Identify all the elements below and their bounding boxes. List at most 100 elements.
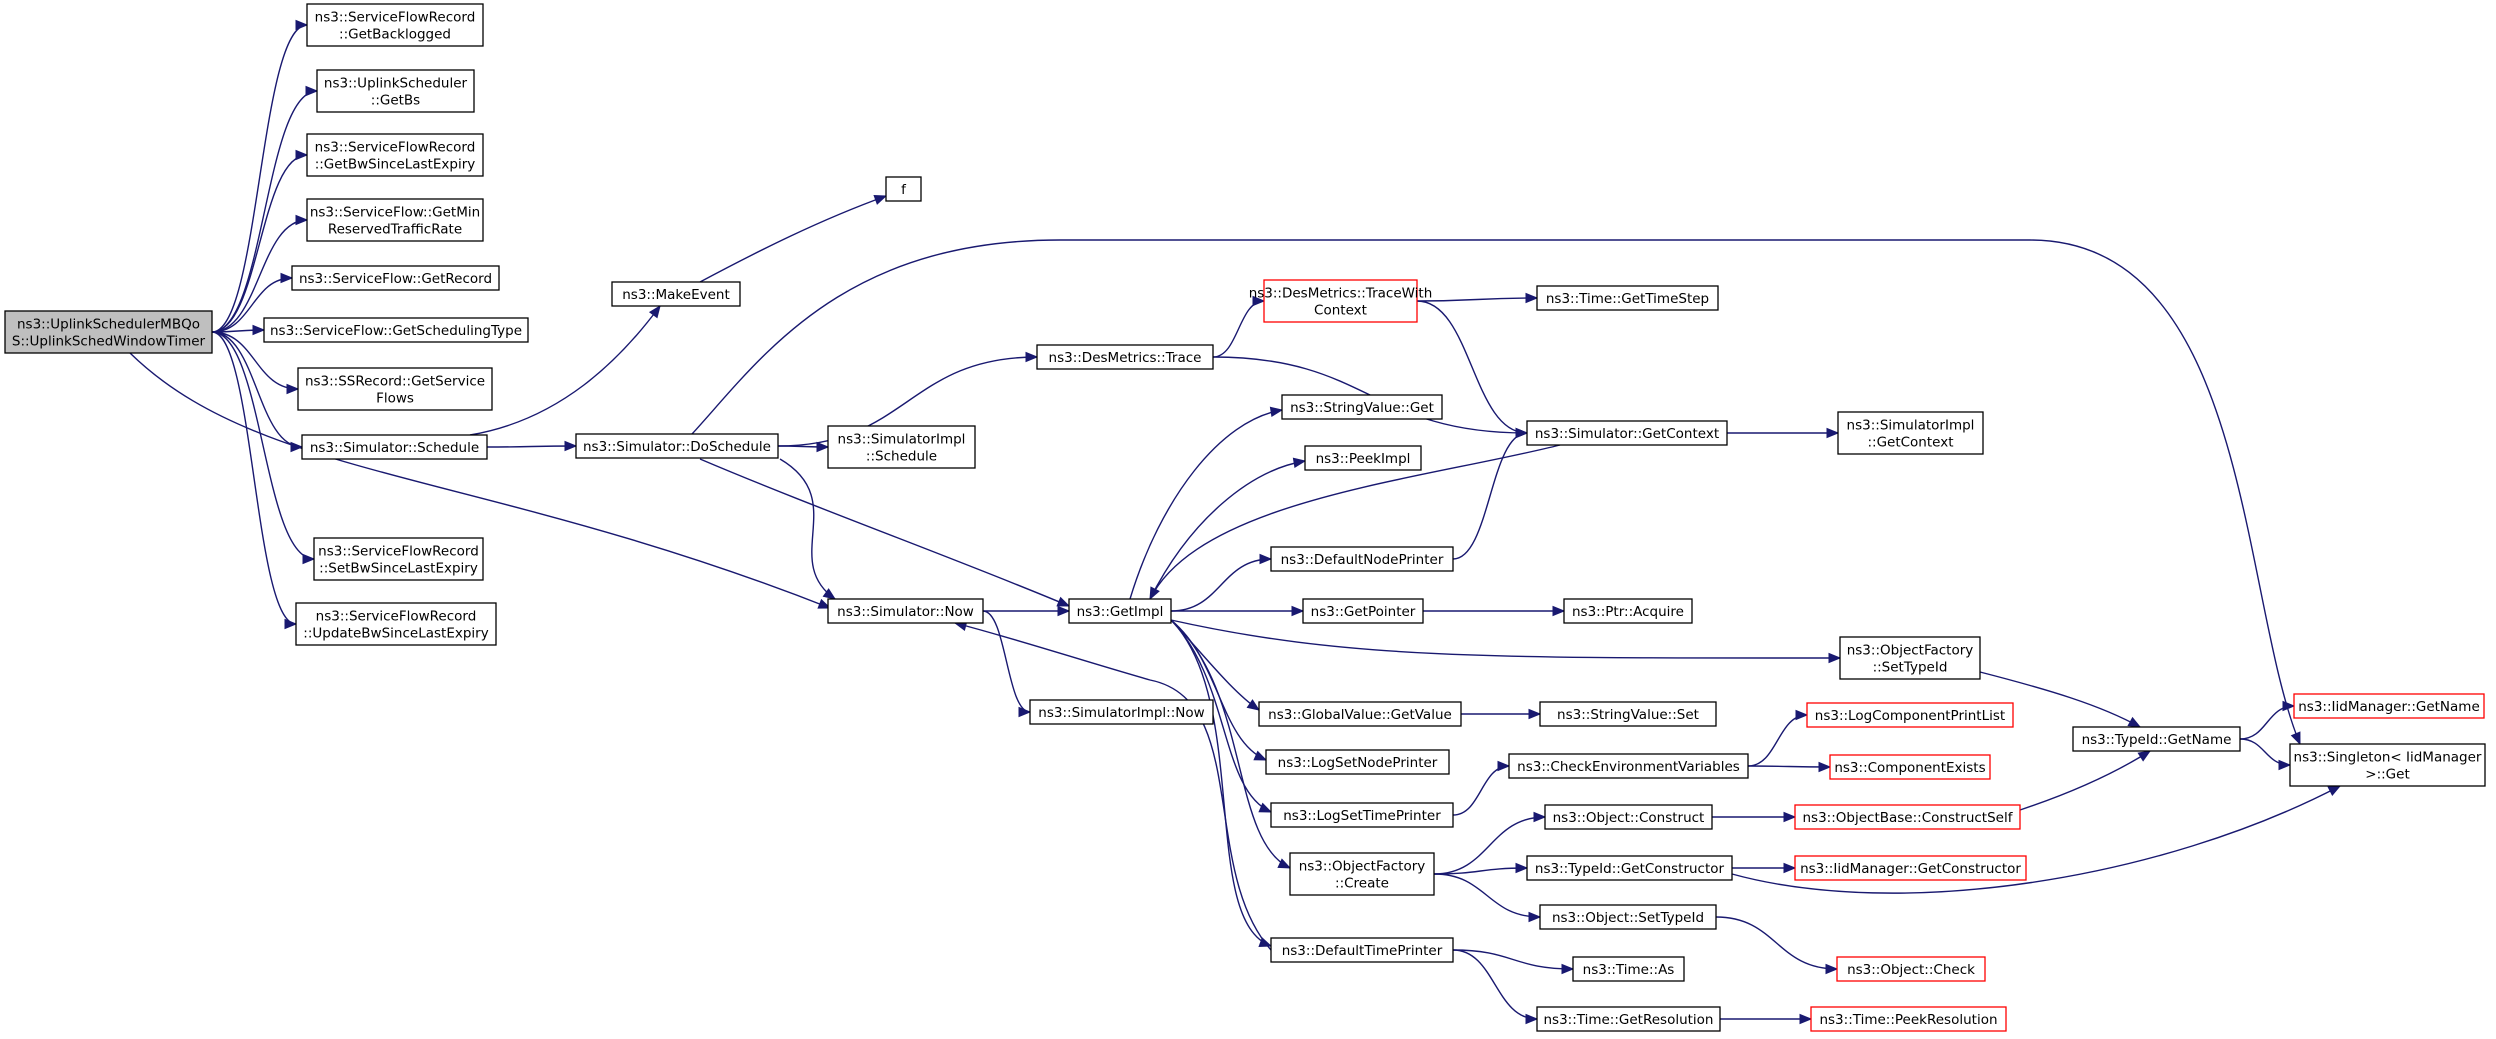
edge-line <box>691 239 2301 745</box>
edge-line <box>211 277 293 333</box>
edge-line <box>1212 300 1265 358</box>
node-box <box>306 133 484 177</box>
node-implSchedule[interactable]: ns3::SimulatorImpl::Schedule <box>827 425 976 469</box>
node-logCompPrintList[interactable]: ns3::LogComponentPrintList <box>1806 702 2014 728</box>
node-box <box>1270 546 1454 572</box>
arrowhead <box>302 553 316 565</box>
node-objCheck[interactable]: ns3::Object::Check <box>1836 956 1986 982</box>
node-tidGetCtor[interactable]: ns3::TypeId::GetConstructor <box>1526 855 1733 881</box>
edge-line <box>469 305 661 436</box>
node-getResolution[interactable]: ns3::Time::GetResolution <box>1536 1006 1721 1032</box>
node-defTimePrinter[interactable]: ns3::DefaultTimePrinter <box>1270 937 1454 963</box>
node-logSetTime[interactable]: ns3::LogSetTimePrinter <box>1270 802 1454 828</box>
node-label: ns3::ComponentExists <box>1834 760 1985 776</box>
edge-doSchedule-to-singletonGet <box>691 239 2301 746</box>
node-getBacklogged[interactable]: ns3::ServiceFlowRecord::GetBacklogged <box>306 3 484 47</box>
node-logSetNode[interactable]: ns3::LogSetNodePrinter <box>1265 749 1450 775</box>
node-label: f <box>901 182 907 198</box>
node-label: ns3::MakeEvent <box>622 287 730 303</box>
node-getMinRes[interactable]: ns3::ServiceFlow::GetMinReservedTrafficR… <box>306 198 484 242</box>
node-box <box>1829 754 1991 780</box>
node-objSetTypeId[interactable]: ns3::Object::SetTypeId <box>1539 904 1717 930</box>
edge-line <box>2239 738 2291 766</box>
node-box <box>1794 804 2021 830</box>
arrowhead <box>1783 862 1797 874</box>
edge-line <box>1433 873 1541 918</box>
node-setBwSince[interactable]: ns3::ServiceFlowRecord::SetBwSinceLastEx… <box>313 537 484 581</box>
edge-now-to-implNow <box>982 610 1032 718</box>
node-getSchedType[interactable]: ns3::ServiceFlow::GetSchedulingType <box>263 317 529 343</box>
node-gvGetValue[interactable]: ns3::GlobalValue::GetValue <box>1258 701 1462 727</box>
node-getPointer[interactable]: ns3::GetPointer <box>1302 598 1424 624</box>
edge-line <box>1170 558 1272 612</box>
node-label: ns3::GlobalValue::GetValue <box>1268 707 1452 723</box>
edge-line <box>211 219 308 333</box>
node-implGetContext[interactable]: ns3::SimulatorImpl::GetContext <box>1837 411 1984 455</box>
arrowhead <box>2137 750 2152 762</box>
edge-line <box>211 90 318 333</box>
edges-layer <box>129 19 2342 1025</box>
node-iidGetCtor[interactable]: ns3::IidManager::GetConstructor <box>1794 855 2027 881</box>
arrowhead <box>873 195 888 205</box>
node-label: ns3::DefaultNodePrinter <box>1281 552 1444 568</box>
node-label: ns3::ServiceFlow::GetRecord <box>299 271 492 287</box>
node-timeAs[interactable]: ns3::Time::As <box>1572 956 1685 982</box>
node-getRecord[interactable]: ns3::ServiceFlow::GetRecord <box>291 265 500 291</box>
edge-root-to-getBacklogged <box>211 19 309 333</box>
node-strSet[interactable]: ns3::StringValue::Set <box>1539 701 1717 727</box>
edge-defTimePrinter-to-timeAs <box>1452 949 1575 975</box>
node-doSchedule[interactable]: ns3::Simulator::DoSchedule <box>575 433 779 459</box>
node-tidGetName[interactable]: ns3::TypeId::GetName <box>2072 726 2241 752</box>
arrowhead <box>1025 351 1039 363</box>
node-ofCreate[interactable]: ns3::ObjectFactory::Create <box>1289 852 1435 896</box>
edge-line <box>211 331 299 390</box>
edge-line <box>1433 867 1528 875</box>
node-box <box>1270 802 1454 828</box>
node-box <box>611 281 741 307</box>
node-getBwSince[interactable]: ns3::ServiceFlowRecord::GetBwSinceLastEx… <box>306 133 484 177</box>
node-ptrAcquire[interactable]: ns3::Ptr::Acquire <box>1563 598 1693 624</box>
node-schedule[interactable]: ns3::Simulator::Schedule <box>301 434 488 460</box>
edge-line <box>1149 444 1561 600</box>
node-label: ns3::LogSetNodePrinter <box>1278 755 1438 771</box>
edge-line <box>211 24 308 333</box>
node-label: ns3::Object::Construct <box>1553 810 1705 826</box>
node-label: ns3::SimulatorImpl <box>1847 418 1975 434</box>
node-label: ns3::Simulator::Now <box>837 604 974 620</box>
node-checkEnv[interactable]: ns3::CheckEnvironmentVariables <box>1508 753 1749 779</box>
node-now[interactable]: ns3::Simulator::Now <box>827 598 984 624</box>
node-implNow[interactable]: ns3::SimulatorImpl::Now <box>1029 699 1214 725</box>
node-root[interactable]: ns3::UplinkSchedulerMBQoS::UplinkSchedWi… <box>4 310 213 354</box>
arrowhead <box>2290 731 2301 746</box>
node-updateBwSince[interactable]: ns3::ServiceFlowRecord::UpdateBwSinceLas… <box>295 602 497 646</box>
node-box <box>1544 804 1713 830</box>
node-label: Flows <box>376 391 414 407</box>
node-getTimeStep[interactable]: ns3::Time::GetTimeStep <box>1536 285 1719 311</box>
edge-line <box>954 622 1272 951</box>
edge-getContext-to-implGetContext <box>1726 427 1840 439</box>
arrowhead <box>1057 605 1071 617</box>
edge-defNodePrinter-to-getContext <box>1452 427 1529 560</box>
node-getBs[interactable]: ns3::UplinkScheduler::GetBs <box>316 69 475 113</box>
node-singletonGet[interactable]: ns3::Singleton< IidManager >::Get <box>2289 743 2486 787</box>
node-f[interactable]: f <box>885 176 922 202</box>
node-peekImpl[interactable]: ns3::PeekImpl <box>1304 445 1422 471</box>
node-getContext[interactable]: ns3::Simulator::GetContext <box>1526 420 1728 446</box>
node-compExists[interactable]: ns3::ComponentExists <box>1829 754 1991 780</box>
arrowhead <box>1525 1013 1539 1025</box>
node-strGet[interactable]: ns3::StringValue::Get <box>1281 394 1443 420</box>
edge-line <box>211 331 315 560</box>
node-desTrace[interactable]: ns3::DesMetrics::Trace <box>1036 344 1214 370</box>
node-objConstruct[interactable]: ns3::Object::Construct <box>1544 804 1713 830</box>
node-getImpl[interactable]: ns3::GetImpl <box>1068 598 1172 624</box>
node-defNodePrinter[interactable]: ns3::DefaultNodePrinter <box>1270 546 1454 572</box>
node-ofSetTypeId[interactable]: ns3::ObjectFactory::SetTypeId <box>1839 636 1981 680</box>
node-constructSelf[interactable]: ns3::ObjectBase::ConstructSelf <box>1794 804 2021 830</box>
node-box <box>1029 699 1214 725</box>
node-iidGetName[interactable]: ns3::IidManager::GetName <box>2293 693 2485 719</box>
node-makeEvent[interactable]: ns3::MakeEvent <box>611 281 741 307</box>
node-peekResolution[interactable]: ns3::Time::PeekResolution <box>1810 1006 2007 1032</box>
